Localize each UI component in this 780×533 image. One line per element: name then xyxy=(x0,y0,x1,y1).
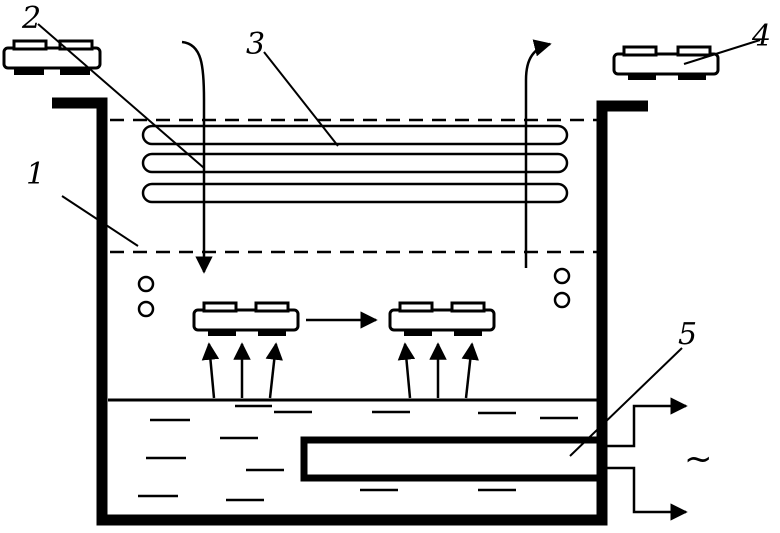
bubble-icon xyxy=(137,267,571,318)
label-part: 4 xyxy=(751,19,771,54)
arrow-icon xyxy=(181,39,552,329)
ac-power-symbol: ~ xyxy=(684,439,713,479)
label-dashed-zone: 2 xyxy=(21,1,41,36)
electrical-leads xyxy=(604,397,688,521)
cooling-coil xyxy=(141,124,569,204)
label-cooling-coil: 3 xyxy=(246,27,265,62)
liquid-solvent xyxy=(108,398,598,502)
heater xyxy=(300,436,604,482)
tank xyxy=(52,97,648,526)
vapor-arrow-icon xyxy=(201,342,479,399)
label-heater: 5 xyxy=(678,317,697,352)
leader-lines xyxy=(37,23,761,457)
part-exiting xyxy=(612,45,720,80)
part-in-vapor-right xyxy=(388,301,496,336)
label-vessel: 1 xyxy=(26,157,45,192)
part-in-vapor-left xyxy=(192,301,300,336)
part-entering xyxy=(2,39,102,75)
